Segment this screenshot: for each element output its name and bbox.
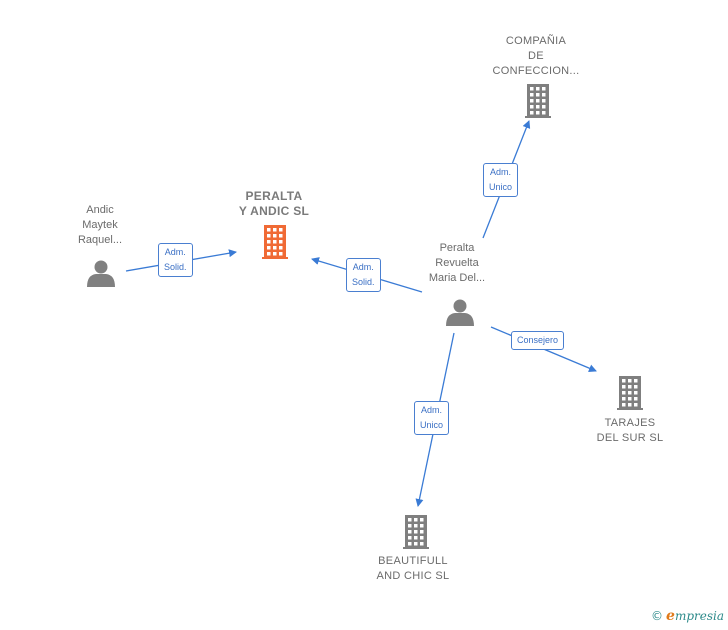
node-label-tarajes-del-sur[interactable]: TARAJES DEL SUR SL: [596, 417, 664, 444]
node-label-peralta-revuelta-maria[interactable]: Peralta Revuelta Maria Del...: [428, 242, 486, 284]
building-icon-tarajes-del-sur[interactable]: [617, 376, 643, 410]
edge-label-adm-solid-peralta[interactable]: Adm. Solid.: [346, 258, 381, 292]
node-label-peralta-y-andic[interactable]: PERALTA Y ANDIC SL: [238, 189, 310, 218]
empresia-watermark[interactable]: ©empresia: [651, 608, 724, 624]
person-icon-andic-maytek-raquel[interactable]: [87, 260, 115, 288]
copyright-icon: ©: [651, 609, 664, 623]
edge-label-adm-unico-beautifull[interactable]: Adm. Unico: [414, 401, 450, 435]
edge-label-adm-solid-andic[interactable]: Adm. Solid.: [158, 243, 193, 277]
node-label-compania-de-confeccion[interactable]: COMPAÑIA DE CONFECCION...: [492, 35, 580, 77]
building-icon-compania-de-confeccion[interactable]: [525, 84, 551, 118]
building-icon-peralta-y-andic[interactable]: [262, 225, 288, 259]
building-icon-beautifull-and-chic[interactable]: [403, 515, 429, 549]
edge-label-adm-unico-compania[interactable]: Adm. Unico: [483, 163, 519, 197]
empresia-logo-initial: e: [666, 608, 675, 624]
node-label-beautifull-and-chic[interactable]: BEAUTIFULL AND CHIC SL: [376, 555, 450, 582]
edge-label-consejero-tarajes[interactable]: Consejero: [511, 331, 565, 350]
empresia-logo-text: mpresia: [674, 609, 724, 623]
person-icon-peralta-revuelta-maria[interactable]: [446, 299, 474, 327]
node-label-andic-maytek-raquel[interactable]: Andic Maytek Raquel...: [77, 204, 123, 246]
